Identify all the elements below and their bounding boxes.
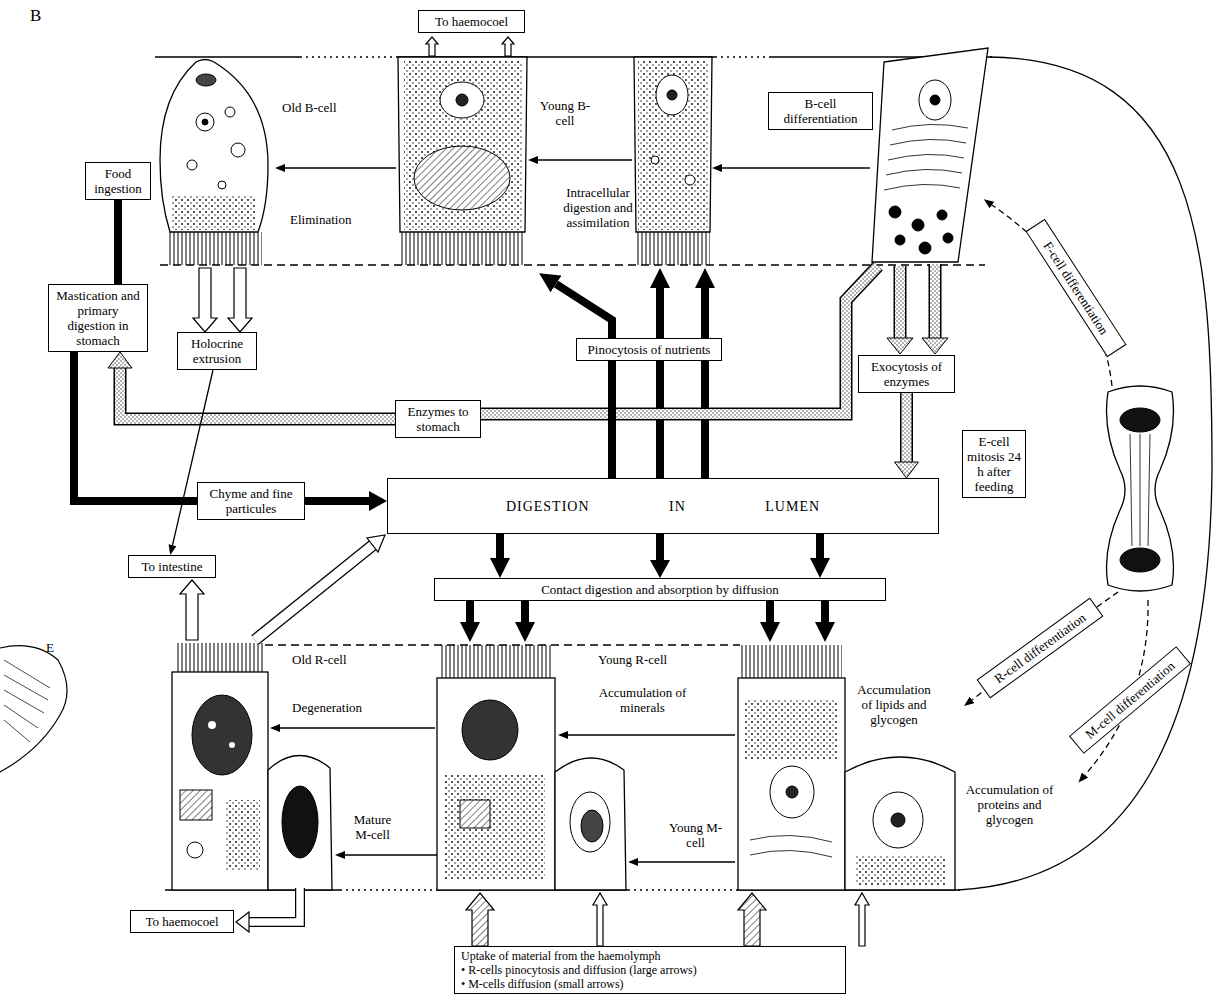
arrow-line xyxy=(900,393,913,462)
flow-arrow xyxy=(650,534,670,578)
process-box: Exocytosis of enzymes xyxy=(858,355,955,393)
differentiation-box: R-cell differentiation xyxy=(977,598,1104,699)
arrow-line xyxy=(114,200,122,284)
box-text: R-cell differentiation xyxy=(983,604,1097,693)
process-box: Uptake of material from the haemolymph• … xyxy=(454,946,846,994)
box-text: Mastication and primary digestion in sto… xyxy=(53,288,143,348)
cell-label: Intracellular digestion and assimilation xyxy=(562,185,634,230)
process-box: Chyme and fine particules xyxy=(197,482,305,520)
box-text: Chyme and fine particules xyxy=(202,486,300,516)
box-text: • M-cells diffusion (small arrows) xyxy=(461,977,839,991)
cycle-arrow xyxy=(280,160,1148,862)
nutrient-arrow xyxy=(470,284,825,622)
cell-label: E xyxy=(46,640,54,655)
box-text: Contact digestion and absorption by diff… xyxy=(439,582,881,597)
process-box: Enzymes to stomach xyxy=(395,400,481,438)
panel-letter: B xyxy=(30,6,41,26)
e-cell xyxy=(1107,386,1174,591)
flow-arrow xyxy=(74,352,197,501)
r-and-m-cells xyxy=(172,643,955,890)
process-box: Contact digestion and absorption by diff… xyxy=(434,578,886,601)
flow-arrow xyxy=(118,200,119,284)
box-text: Pinocytosis of nutrients xyxy=(581,342,717,357)
arrow-line xyxy=(74,352,197,501)
box-text: To haemocoel xyxy=(423,14,520,29)
arrow-line xyxy=(120,368,395,419)
partial-figure xyxy=(0,646,67,772)
cell-label: Accumulation of minerals xyxy=(590,685,695,715)
flow-arrow xyxy=(169,370,213,555)
process-box: B-cell differentiation xyxy=(768,92,873,130)
arrow-line xyxy=(305,497,369,505)
cell-label: Young R-cell xyxy=(598,652,667,667)
arrow-fill xyxy=(902,393,912,462)
process-box: Mastication and primary digestion in sto… xyxy=(48,284,148,352)
box-text: Food ingestion xyxy=(90,166,146,196)
arrow-fill xyxy=(120,368,395,419)
f-cell xyxy=(872,48,988,262)
box-text: DIGESTION IN LUMEN xyxy=(506,499,820,514)
box-text: To intestine xyxy=(133,559,211,574)
flow-arrow xyxy=(612,361,613,478)
box-text: Uptake of material from the haemolymph xyxy=(461,949,839,963)
cell-label: Young M-cell xyxy=(668,820,723,850)
arrow-line xyxy=(608,361,616,478)
arrow-head xyxy=(650,560,670,578)
box-text: M-cell differentiation xyxy=(1075,652,1184,747)
cell-label: Old R-cell xyxy=(292,652,347,667)
arrow-head xyxy=(369,491,387,511)
differentiation-box: F-cell differentiation xyxy=(1026,219,1127,357)
box-text: E-cell mitosis 24 h after feeding xyxy=(967,434,1021,494)
enzyme-arrow xyxy=(895,393,919,478)
process-box: To haemocoel xyxy=(418,10,525,33)
cell-label: Degeneration xyxy=(292,700,362,715)
box-text: Holocrine extrusion xyxy=(182,336,252,366)
cell-label: Old B-cell xyxy=(282,100,337,115)
box-text: Enzymes to stomach xyxy=(400,404,476,434)
process-box: To haemocoel xyxy=(130,910,234,933)
box-text: To haemocoel xyxy=(135,914,229,929)
box-text: F-cell differentiation xyxy=(1032,225,1121,351)
arrow-head xyxy=(895,462,919,478)
arrow-line xyxy=(656,534,664,560)
cell-label: Elimination xyxy=(290,212,351,227)
differentiation-box: M-cell differentiation xyxy=(1069,646,1191,754)
process-box: Pinocytosis of nutrients xyxy=(576,338,722,361)
box-text: • R-cells pinocytosis and diffusion (lar… xyxy=(461,963,839,977)
process-box: Food ingestion xyxy=(85,162,151,200)
arrow-head xyxy=(169,544,177,555)
process-box: To intestine xyxy=(128,555,216,578)
cell-label: Accumulation of lipids and glycogen xyxy=(852,682,936,727)
box-text: B-cell differentiation xyxy=(773,96,868,126)
cell-label: Young B-cell xyxy=(535,98,595,128)
box-text: Exocytosis of enzymes xyxy=(863,359,950,389)
arrow-head xyxy=(108,352,132,368)
cell-label: Mature M-cell xyxy=(345,812,400,842)
epithelium-line xyxy=(155,57,1212,890)
process-box: E-cell mitosis 24 h after feeding xyxy=(962,430,1026,498)
flow-arrow xyxy=(305,491,387,511)
old-b-cell xyxy=(160,60,268,266)
lumen-box: DIGESTION IN LUMEN xyxy=(387,478,939,534)
young-b-cell xyxy=(398,57,712,265)
cell-label: Accumulation of proteins and glycogen xyxy=(962,782,1057,827)
process-box: Holocrine extrusion xyxy=(177,332,257,370)
